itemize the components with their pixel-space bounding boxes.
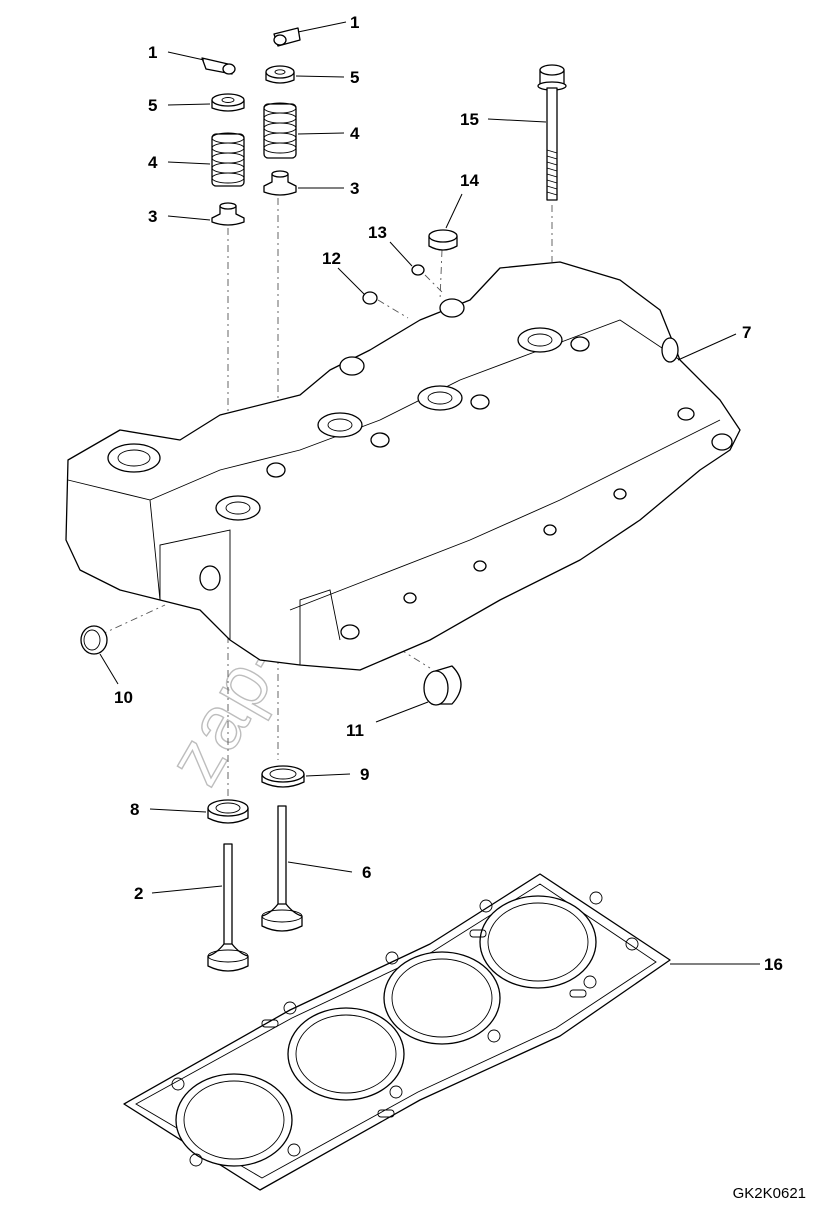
callout-3-right: 3 xyxy=(350,179,359,198)
cylinder-head-bolt xyxy=(537,64,567,201)
callout-14: 14 xyxy=(460,171,479,190)
small-plug-13 xyxy=(411,264,425,276)
assembly-centerlines xyxy=(99,198,553,800)
callout-5-right: 5 xyxy=(350,68,359,87)
spring-retainer-right xyxy=(265,65,295,84)
exhaust-valve xyxy=(261,805,303,932)
valve-keeper-right xyxy=(273,27,301,47)
callout-8: 8 xyxy=(130,800,139,819)
intake-valve xyxy=(207,843,249,972)
callout-9: 9 xyxy=(360,765,369,784)
expansion-plug-11 xyxy=(423,665,462,706)
callout-6: 6 xyxy=(362,863,371,882)
callout-11: 11 xyxy=(346,721,364,740)
valve-stem-seal-right xyxy=(263,170,297,196)
leader-lines xyxy=(99,21,760,965)
valve-stem-seal-left xyxy=(211,202,245,226)
valve-spring-right xyxy=(263,102,297,159)
callout-2: 2 xyxy=(134,884,143,903)
callout-labels: 1 1 5 5 4 4 3 3 15 14 13 12 7 10 11 9 8 … xyxy=(114,13,783,974)
cylinder-head xyxy=(65,261,741,671)
spring-retainer-left xyxy=(211,93,245,112)
drawing-reference: GK2K0621 xyxy=(733,1185,806,1202)
small-plug-12 xyxy=(362,291,378,305)
callout-3-left: 3 xyxy=(148,207,157,226)
callout-16: 16 xyxy=(764,955,783,974)
callout-5-left: 5 xyxy=(148,96,157,115)
valve-keeper-left xyxy=(201,57,236,75)
callout-1-right: 1 xyxy=(350,13,359,32)
callout-1-left: 1 xyxy=(148,43,157,62)
callout-4-left: 4 xyxy=(148,153,158,172)
head-gasket xyxy=(123,873,671,1191)
callout-15: 15 xyxy=(460,110,479,129)
valve-seat-8 xyxy=(207,799,249,824)
callout-7: 7 xyxy=(742,323,751,342)
callout-4-right: 4 xyxy=(350,124,360,143)
valve-seat-9 xyxy=(261,765,305,788)
callout-12: 12 xyxy=(322,249,341,268)
cap-plug xyxy=(428,229,458,251)
expansion-plug-10 xyxy=(80,625,108,655)
callout-10: 10 xyxy=(114,688,133,707)
valve-spring-left xyxy=(211,132,245,187)
callout-13: 13 xyxy=(368,223,387,242)
